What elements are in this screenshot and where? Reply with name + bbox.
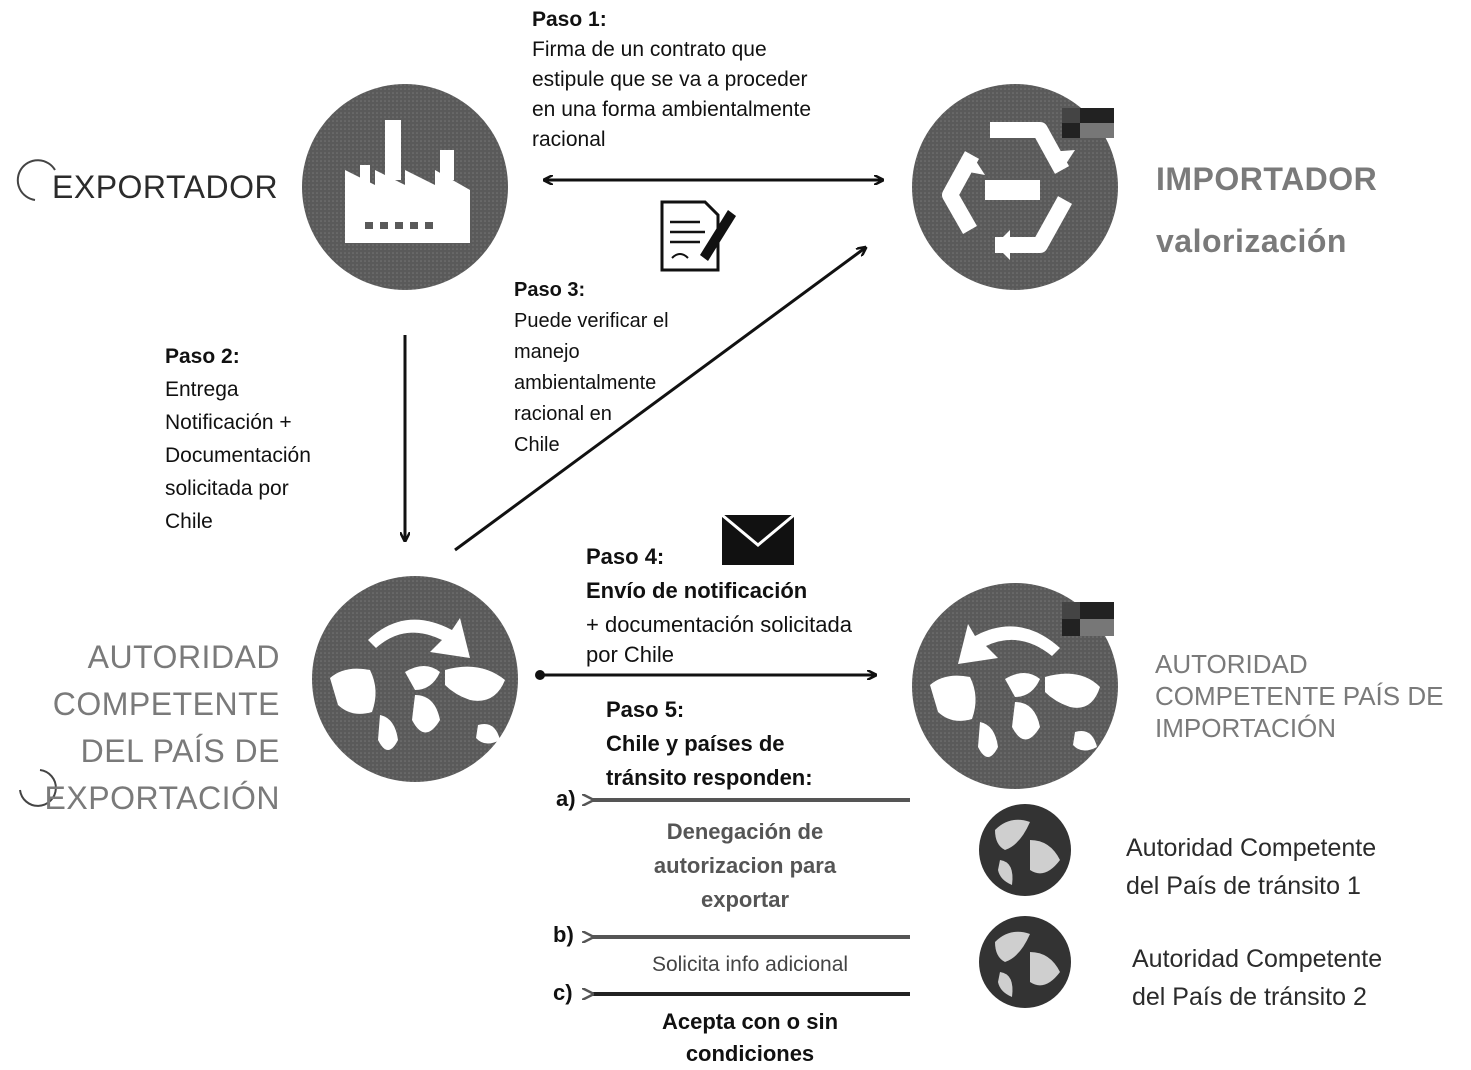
- paso2-text: Paso 2: Entrega Notificación + Documenta…: [165, 345, 311, 533]
- autoridad-import-circle: [912, 583, 1118, 789]
- chile-flag-icon: [1062, 108, 1114, 138]
- paso3-text: Paso 3: Puede verificar el manejo ambien…: [514, 279, 669, 456]
- importador-sub-label: valorización: [1156, 223, 1347, 259]
- autoridad-export-label: AUTORIDAD COMPETENTE DEL PAÍS DE EXPORTA…: [44, 639, 280, 816]
- transito-2-label: Autoridad Competente del País de tránsit…: [1132, 945, 1383, 1011]
- contract-document-icon: [660, 200, 736, 272]
- exportador-label: EXPORTADOR: [52, 169, 279, 205]
- response-c-marker: c): [553, 980, 573, 1005]
- arrow-paso3: [454, 248, 865, 552]
- chile-flag-icon: [1062, 602, 1114, 636]
- globe-icon-transito-2: [979, 916, 1071, 1008]
- envelope-icon: [721, 513, 795, 565]
- autoridad-export-circle: [312, 576, 518, 782]
- response-a-marker: a): [556, 786, 576, 811]
- world-map-arrow-icon: [330, 618, 505, 750]
- globe-icon-transito-1: [979, 804, 1071, 896]
- response-a-text: Denegación de autorizacion para exportar: [653, 819, 837, 912]
- world-map-arrow-icon: [930, 624, 1100, 757]
- importador-label: IMPORTADOR: [1156, 161, 1378, 197]
- response-c-text: Acepta con o sin condiciones: [661, 1009, 839, 1066]
- paso5-text: Paso 5: Chile y países de tránsito respo…: [606, 697, 813, 790]
- paso1-text: Paso 1: Firma de un contrato que estipul…: [532, 8, 811, 151]
- decorative-arc: [16, 159, 56, 201]
- factory-icon: [345, 120, 470, 243]
- arrow-paso4: [535, 670, 875, 680]
- paso4-text: Paso 4: Envío de notificación + document…: [586, 544, 852, 667]
- exportador-circle: [302, 84, 508, 290]
- decorative-arc: [19, 769, 57, 807]
- response-b-marker: b): [553, 922, 574, 947]
- autoridad-import-label: AUTORIDAD COMPETENTE PAÍS DE IMPORTACIÓN: [1155, 649, 1444, 743]
- transito-1-label: Autoridad Competente del País de tránsit…: [1126, 834, 1377, 900]
- importador-circle: [912, 84, 1118, 290]
- response-b-text: Solicita info adicional: [651, 953, 849, 976]
